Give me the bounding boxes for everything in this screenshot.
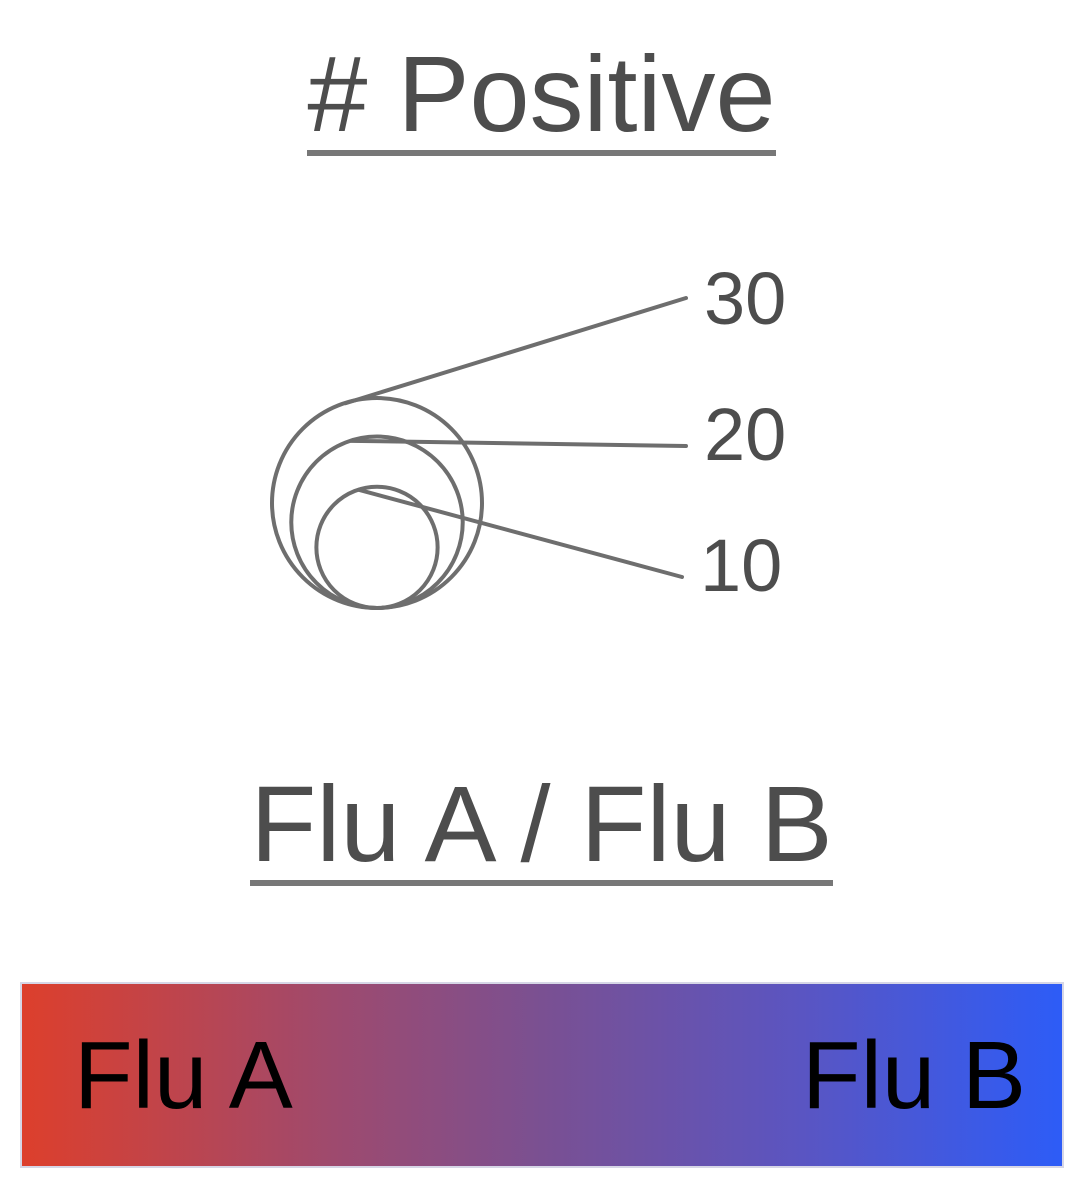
color-scale-bar: Flu A Flu B bbox=[20, 982, 1064, 1168]
size-leader-line-10 bbox=[356, 487, 684, 579]
size-circle-20 bbox=[289, 434, 465, 611]
size-circle-30 bbox=[270, 396, 484, 610]
size-legend-title: # Positive bbox=[0, 40, 1083, 156]
color-legend-title: Flu A / Flu B bbox=[0, 770, 1083, 886]
color-legend-title-text: Flu A / Flu B bbox=[250, 763, 833, 886]
size-label-10: 10 bbox=[700, 524, 782, 607]
size-label-20: 20 bbox=[704, 393, 786, 476]
color-scale-high-label: Flu B bbox=[801, 1022, 1026, 1129]
size-legend: 30 20 10 bbox=[270, 257, 786, 611]
size-leader-line-20 bbox=[349, 438, 688, 448]
color-scale-low-label: Flu A bbox=[74, 1022, 293, 1129]
size-circle-10 bbox=[314, 484, 440, 611]
size-leader-line-30 bbox=[343, 296, 688, 406]
size-label-30: 30 bbox=[704, 257, 786, 340]
size-legend-title-text: # Positive bbox=[307, 33, 776, 156]
